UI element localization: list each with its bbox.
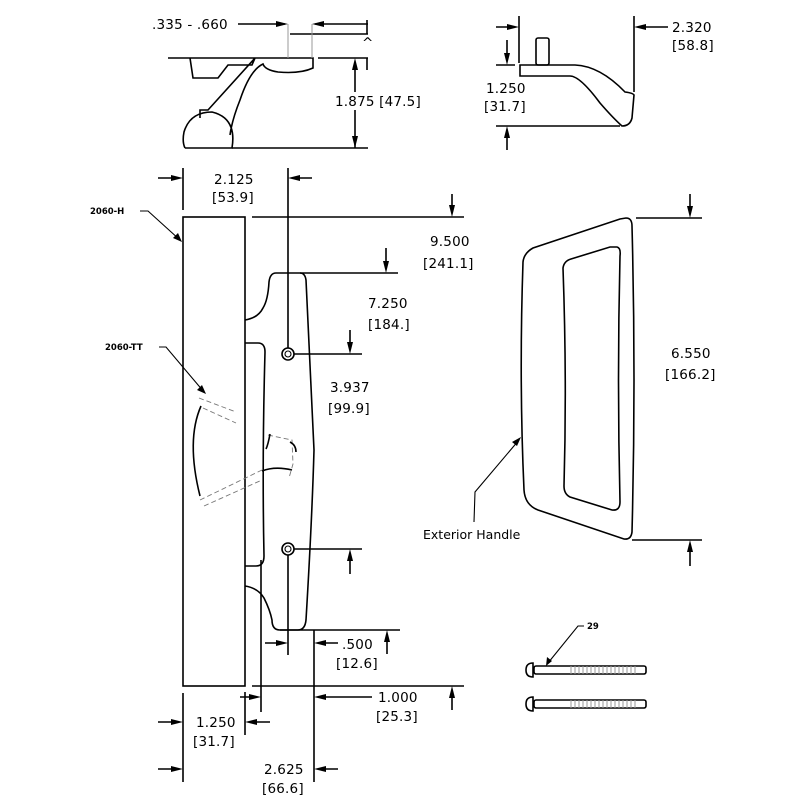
hole-spacing-mm: [99.9] [328,401,370,417]
arrow [173,233,182,242]
handle-depth-mm: [31.7] [193,734,235,750]
screw-2 [525,696,647,712]
arrow [384,630,390,642]
caret-label: ^ [362,35,374,51]
arrow [546,657,552,666]
hole-offset-in: .500 [342,637,373,653]
leader-screw [547,625,584,664]
screw-label: 29 [587,622,599,632]
part-label-thumbturn: 2060-TT [105,343,143,353]
overall-depth-mm: [66.6] [262,781,304,797]
hole-offset-mm: [12.6] [336,656,378,672]
arrow [352,58,358,70]
overall-height-in: 9.500 [430,234,470,250]
arrow [245,719,257,725]
width-dim-mm: [53.9] [212,190,254,206]
bottom-offset-mm: [25.3] [376,709,418,725]
arrow [276,21,288,27]
arrow [288,175,300,181]
screw-head [525,662,534,678]
screw-shank [533,699,647,709]
screw-shank [533,665,647,675]
arrow [314,640,326,646]
part-label-handle: 2060-H [90,207,124,217]
arrow [634,24,646,30]
escutcheon-recess [245,342,266,567]
arrow [687,540,693,552]
label-mask [330,92,430,110]
range-dim-label: .335 - .660 [152,17,228,33]
screw-head [525,696,534,712]
arrow [352,136,358,148]
arrow [383,261,389,273]
screw-hole-bottom-inner [284,545,292,553]
handle-depth-in: 1.250 [196,715,236,731]
screw-hole-bottom [281,542,295,556]
arrow [312,21,324,27]
height-dim-label: 1.875 [47.5] [335,94,421,110]
width-dim-in: 2.320 [672,20,712,36]
screw-threads [570,700,636,708]
screws-view: 29 [525,622,647,712]
exterior-height-mm: [166.2] [665,367,716,383]
leader-handle [140,210,181,241]
handle-profile [182,57,314,149]
arrow [449,686,455,698]
post [535,37,550,66]
escutcheon-plate [244,272,315,631]
arrow [347,342,353,354]
arrow [171,719,183,725]
arrow [197,385,206,394]
overall-depth-in: 2.625 [264,762,304,778]
arrow [449,205,455,217]
thumbturn-dashed-outline [198,397,263,507]
profile [519,64,635,127]
screw-hole-top [281,347,295,361]
top-left-profile-view: .335 - .660 ^ 1.875 [47.5] [152,17,430,149]
arrow [314,694,326,700]
handle-bar [182,216,246,687]
overall-height-mm: [241.1] [423,256,474,272]
thumbturn-piece [261,433,297,472]
thumbturn-arc [192,405,202,497]
height-dim-mm: [31.7] [484,99,526,115]
arrow [171,175,183,181]
arrow [504,126,510,138]
front-view: 2.125 [53.9] 9.500 [241.1] 7.250 [184.] … [90,168,474,797]
arrow [512,437,521,446]
arrow [347,549,353,561]
arrow [504,53,510,65]
arrow [171,766,183,772]
arrow [314,766,326,772]
leader-exterior [473,439,520,523]
width-dim-mm: [58.8] [672,38,714,54]
screw-threads [570,666,636,674]
screw-1 [525,662,647,678]
bottom-offset-in: 1.000 [378,690,418,706]
exterior-handle-view: 6.550 [166.2] Exterior Handle [423,194,716,566]
exterior-height-in: 6.550 [671,346,711,362]
screw-hole-top-inner [284,350,292,358]
escutcheon-height-mm: [184.] [368,317,410,333]
arrow [687,206,693,218]
top-right-profile-view: 2.320 [58.8] 1.250 [31.7] [484,16,714,150]
exterior-handle-outline [520,217,635,540]
thumbturn-dashed-tip [267,434,294,479]
hole-spacing-in: 3.937 [330,380,370,396]
arrow [249,694,261,700]
exterior-handle-label: Exterior Handle [423,527,521,542]
arrow [507,24,519,30]
exterior-handle-inner [562,246,621,511]
width-dim-in: 2.125 [214,172,254,188]
escutcheon-height-in: 7.250 [368,296,408,312]
height-dim-in: 1.250 [486,81,526,97]
leader-thumbturn [159,346,205,393]
arrow [276,640,288,646]
